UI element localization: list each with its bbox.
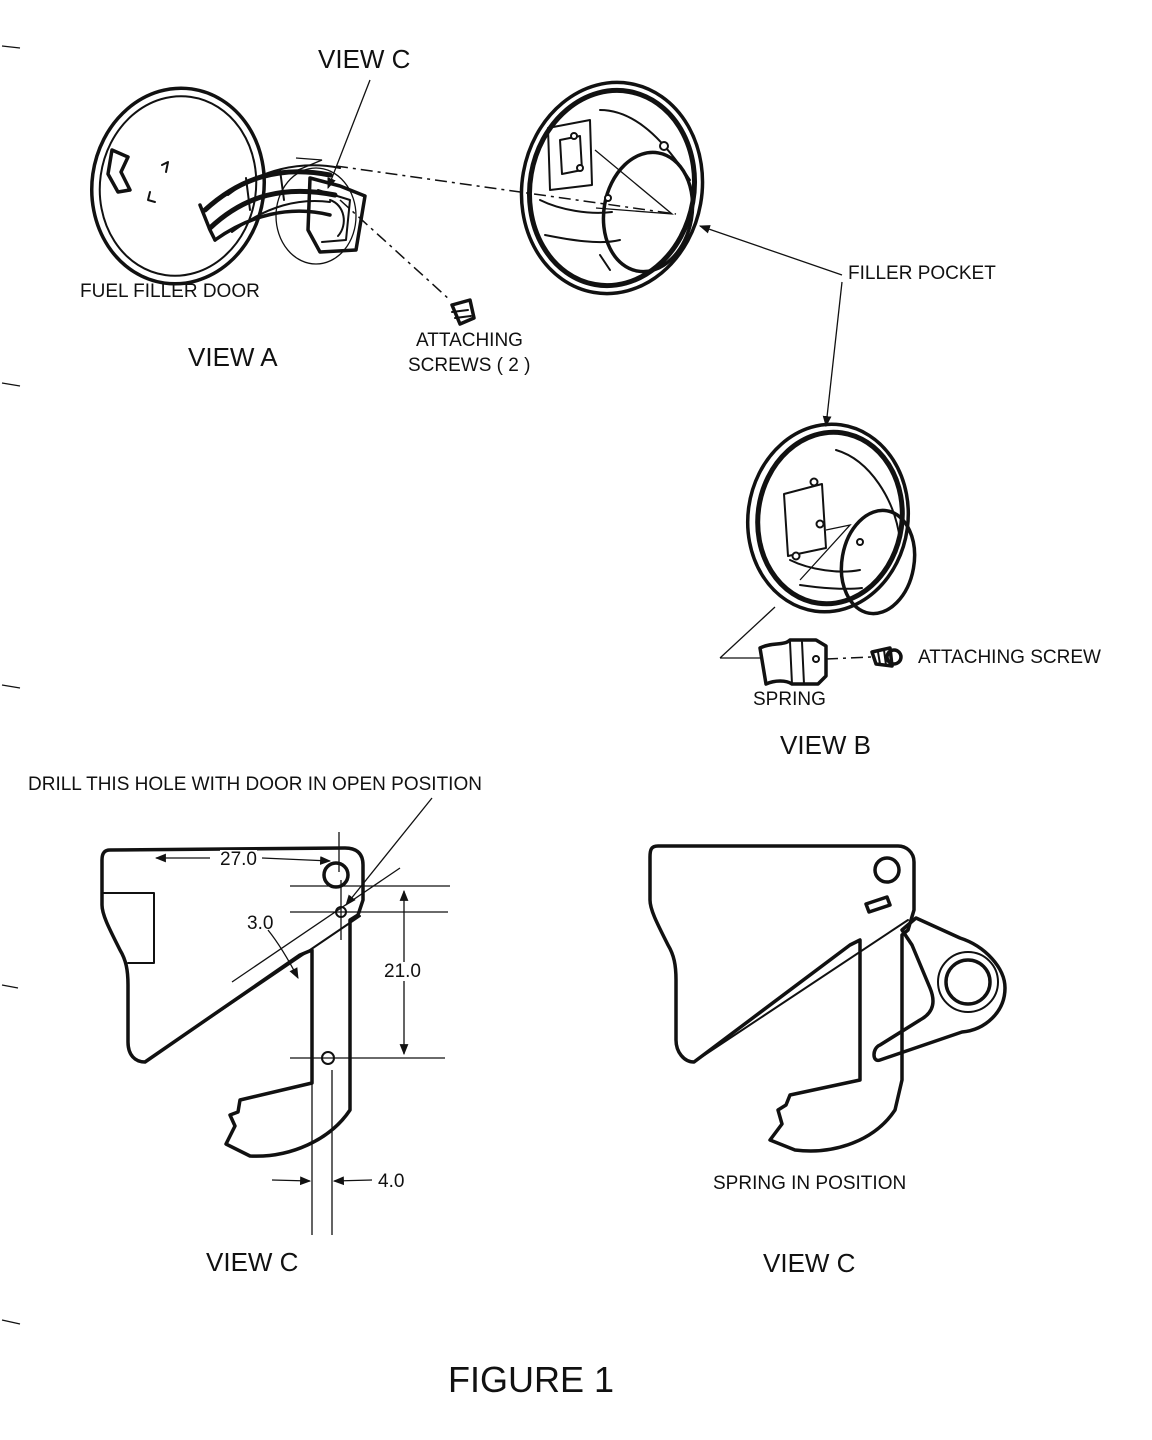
dimension-3: 3.0 xyxy=(247,913,274,934)
fuel-filler-door-drawing xyxy=(79,77,676,324)
fuel-filler-door-label: FUEL FILLER DOOR xyxy=(80,281,260,302)
view-b-drawing xyxy=(720,414,922,684)
view-c-right-label: VIEW C xyxy=(763,1248,856,1278)
spring-in-position-label: SPRING IN POSITION xyxy=(713,1173,907,1194)
dimension-21: 21.0 xyxy=(384,961,421,982)
dimension-27: 27.0 xyxy=(220,849,257,870)
view-b-label: VIEW B xyxy=(780,730,872,760)
margin-ticks xyxy=(2,46,20,1324)
view-a-label: VIEW A xyxy=(188,342,278,372)
view-c-left-drawing xyxy=(102,798,450,1235)
view-c-top-label: VIEW C xyxy=(318,44,411,74)
attaching-screw-label: ATTACHING SCREW xyxy=(918,647,1101,668)
attaching-screws-label-line2: SCREWS ( 2 ) xyxy=(408,355,531,376)
view-c-right-drawing xyxy=(650,846,1005,1151)
drill-note-label: DRILL THIS HOLE WITH DOOR IN OPEN POSITI… xyxy=(28,774,482,795)
filler-pocket-label: FILLER POCKET xyxy=(848,263,996,284)
attaching-screws-label-line1: ATTACHING xyxy=(416,330,523,351)
filler-pocket-drawing xyxy=(505,68,842,428)
view-c-left-label: VIEW C xyxy=(206,1247,299,1277)
dimension-4: 4.0 xyxy=(378,1171,405,1192)
spring-label: SPRING xyxy=(753,689,826,710)
figure-title: FIGURE 1 xyxy=(448,1359,615,1400)
